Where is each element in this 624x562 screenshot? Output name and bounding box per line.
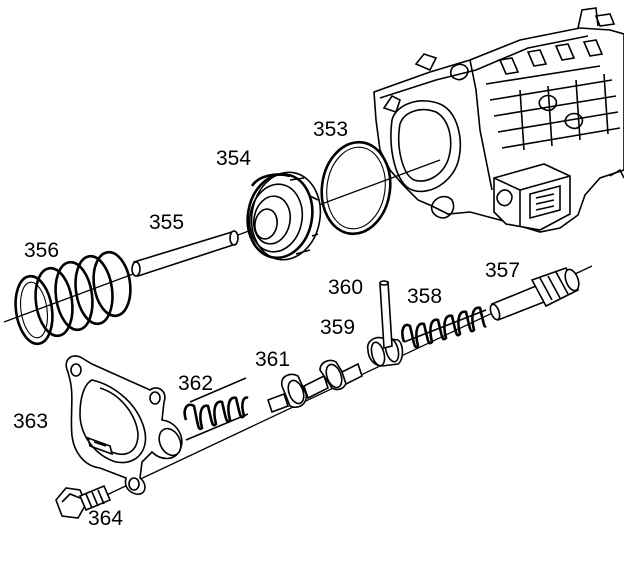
part-355-pin bbox=[131, 230, 239, 278]
callout-364: 364 bbox=[88, 507, 124, 530]
part-361-valve-spool bbox=[266, 359, 363, 414]
callout-356: 356 bbox=[24, 239, 60, 262]
callout-361: 361 bbox=[255, 348, 291, 371]
part-364-bolt bbox=[55, 484, 112, 519]
part-356-coil-spring bbox=[14, 250, 132, 346]
part-359-valve bbox=[366, 336, 404, 367]
part-358-spring bbox=[401, 306, 487, 349]
callout-359: 359 bbox=[320, 316, 356, 339]
part-363-cover bbox=[65, 355, 183, 495]
part-362-spring bbox=[183, 377, 249, 441]
callout-353: 353 bbox=[313, 118, 349, 141]
part-357-valve-plug bbox=[489, 267, 580, 322]
callout-358: 358 bbox=[407, 285, 443, 308]
callout-355: 355 bbox=[149, 211, 185, 234]
housing bbox=[373, 7, 624, 233]
callout-354: 354 bbox=[216, 147, 252, 170]
callout-360: 360 bbox=[328, 276, 364, 299]
part-360-roll-pin bbox=[379, 280, 393, 350]
callout-362: 362 bbox=[178, 372, 214, 395]
callout-357: 357 bbox=[485, 259, 521, 282]
part-354-piston bbox=[246, 171, 322, 261]
part-353-seal-ring bbox=[320, 140, 392, 236]
callout-363: 363 bbox=[13, 410, 49, 433]
